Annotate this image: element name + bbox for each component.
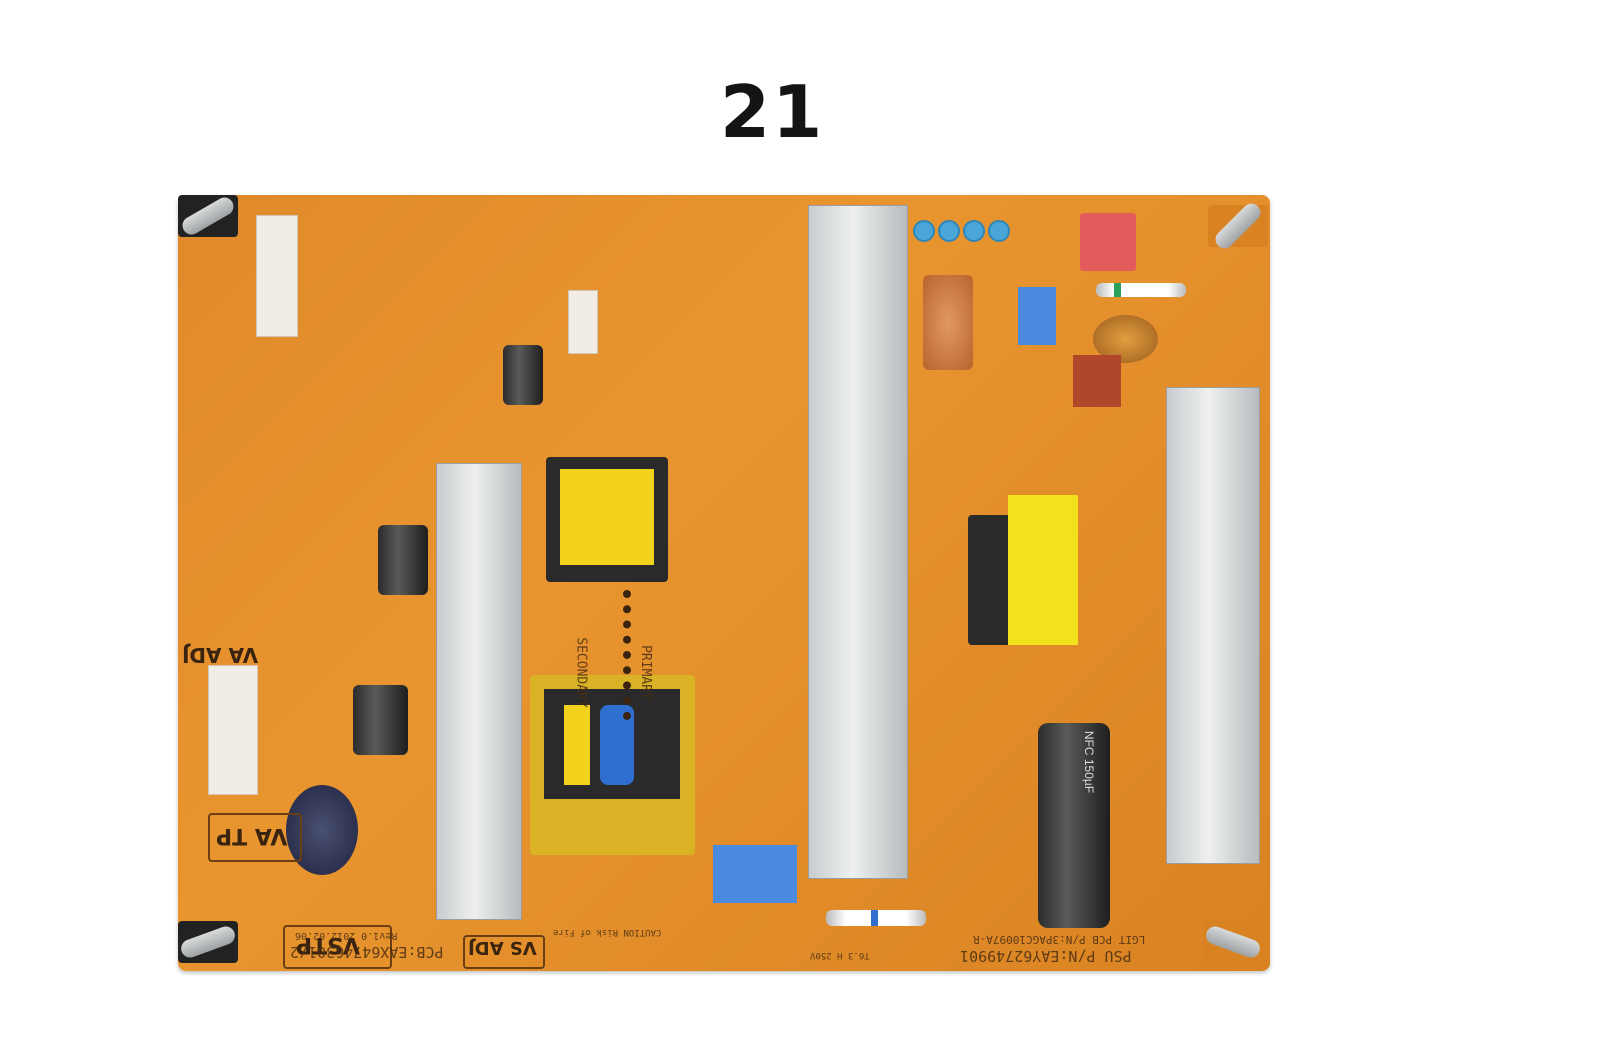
x-capacitor-blue (1018, 287, 1056, 345)
capacitor-mid-left (353, 685, 408, 755)
fuse-rating: T6.3 H 250V (810, 950, 870, 960)
x-capacitor-red (1073, 355, 1121, 407)
isolation-line (623, 590, 631, 720)
heatsink-left (436, 463, 522, 920)
mounting-hole-bottom-left (178, 921, 238, 963)
transformer-yellow (968, 495, 1078, 645)
va-adj-label: VA ADJ (182, 643, 259, 667)
lot-number: 21 (720, 70, 825, 154)
mounting-hole-top-right (1208, 199, 1268, 253)
va-tp-box (208, 813, 302, 862)
connector-top-left (256, 215, 298, 337)
inductor-copper (923, 275, 973, 370)
connector-small (568, 290, 598, 354)
ceramic-capacitor (988, 220, 1010, 242)
pcb-model: PCB:EAX64746301/2 (290, 943, 444, 961)
transformer-lower (530, 675, 695, 855)
psu-part-number: PSU P/N:EAY62749901 (960, 947, 1132, 965)
heatsink-center (808, 205, 908, 879)
bulk-capacitor (1038, 723, 1110, 928)
capacitor-upper (503, 345, 543, 405)
ceramic-capacitor (938, 220, 960, 242)
secondary-label: SECONDARY (573, 637, 589, 708)
capacitor-label: NFC 150µF (1082, 730, 1097, 794)
x-capacitor-bottom (713, 845, 797, 903)
mounting-hole-top-left (178, 194, 238, 238)
ceramic-capacitor (963, 220, 985, 242)
vs-adj-box (463, 935, 545, 969)
power-supply-board: NFC 150µF VA ADJ VA TP VSTP VS ADJ PCB:E… (178, 194, 1270, 971)
revision: Rev1.0 2012.02.06 (295, 930, 398, 941)
caution-text: CAUTION Risk of Fire (553, 927, 662, 937)
capacitor-left (378, 525, 428, 595)
vstp-box (283, 925, 392, 969)
transformer-upper (546, 457, 668, 582)
ac-input-connector (1080, 213, 1136, 271)
lgit-pcb-part: LGIT PCB P/N:3PAGC10097A-R (973, 933, 1146, 946)
connector-va (208, 665, 258, 795)
va-tp-label: VA TP (216, 823, 288, 848)
vs-adj-label: VS ADJ (468, 937, 537, 958)
fuse-top (1096, 283, 1186, 297)
ceramic-capacitor (913, 220, 935, 242)
fuse-bottom (826, 910, 926, 926)
primary-label: PRIMARY (637, 645, 653, 700)
mounting-hole-bottom-right (1203, 921, 1263, 963)
heatsink-right (1166, 387, 1260, 864)
